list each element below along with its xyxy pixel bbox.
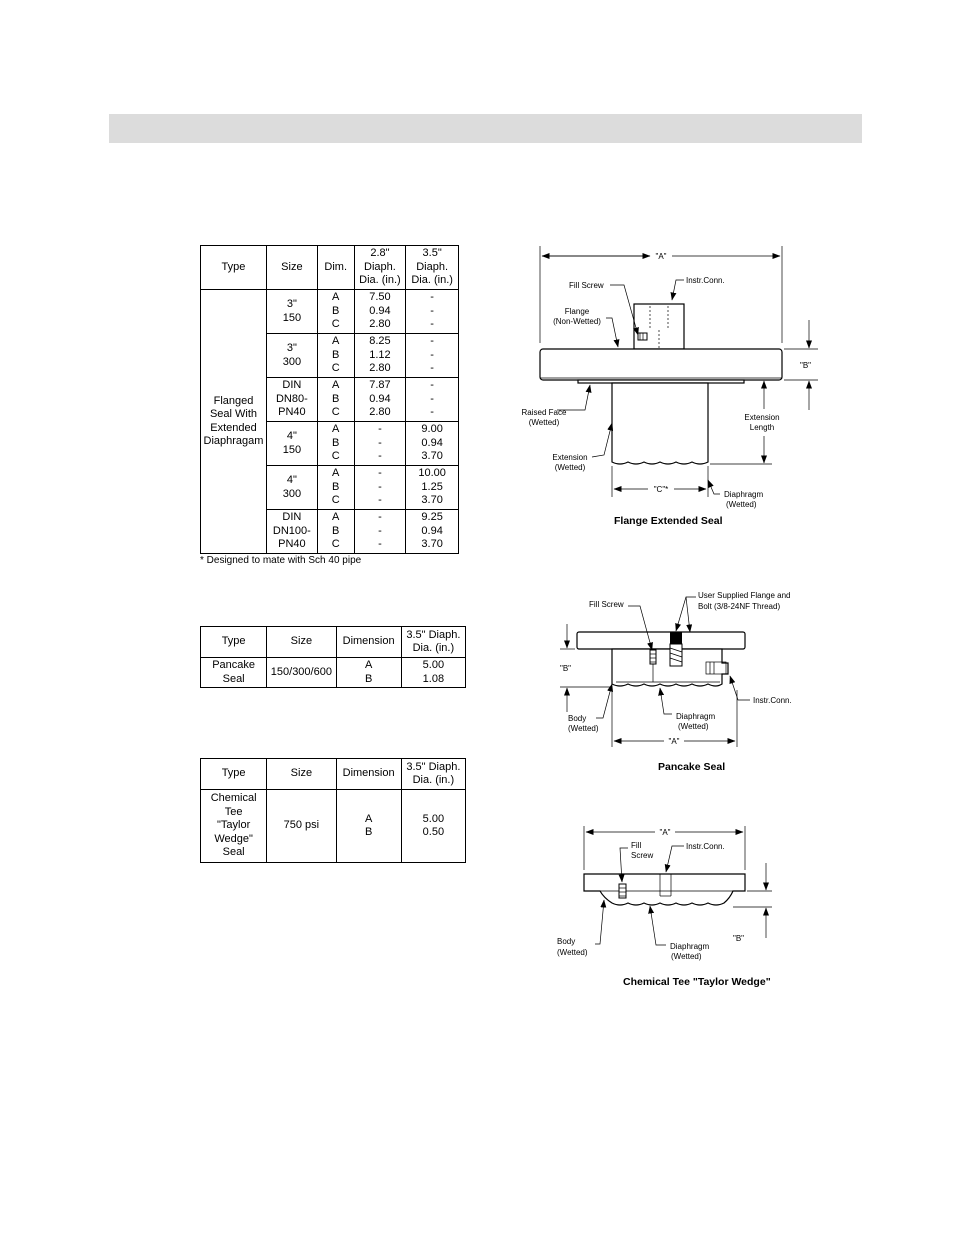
body-label-1: Body <box>557 937 575 946</box>
size-cell: 150/300/600 <box>266 657 337 688</box>
instr-conn-label: Instr.Conn. <box>686 842 725 851</box>
dim-cell: A B <box>335 789 402 863</box>
diaphragm-label-1: Diaphragm <box>670 942 709 951</box>
table-row: DIN DN80- PN40 A B C 7.87 0.94 2.80 - - … <box>201 377 459 422</box>
dim-cell: A B C <box>316 421 355 466</box>
dim-b-label: "B" <box>560 664 571 673</box>
fill-label-1: Fill <box>631 841 641 850</box>
table-header-row: Type Size Dim. 2.8" Diaph. Dia. (in.) 3.… <box>200 245 459 290</box>
figure-caption: Flange Extended Seal <box>614 515 723 527</box>
dim-a-label: "A" <box>668 737 679 746</box>
d35-cell: 5.00 1.08 <box>400 657 467 688</box>
header-type: Type <box>200 245 267 290</box>
diaphragm-label-2: (Wetted) <box>678 722 709 731</box>
flange-label-1: Flange <box>565 307 590 316</box>
diaphragm-label-1: Diaphragm <box>676 712 715 721</box>
dim-a-label: "A" <box>655 252 666 261</box>
dim-cell: A B C <box>316 465 355 510</box>
d28-cell: 7.87 0.94 2.80 <box>353 377 407 422</box>
type-cell: Pancake Seal <box>199 657 268 688</box>
header-type: Type <box>199 626 268 658</box>
table-row: Flanged Seal With Extended Diaphragam 3"… <box>200 289 459 554</box>
table-header-row: Type Size Dimension 3.5" Diaph. Dia. (in… <box>199 626 467 658</box>
chemical-tee-drawing: "A" "B" Fill Screw Instr.Conn. Body (Wet… <box>557 826 772 988</box>
header-size: Size <box>265 245 318 290</box>
flange-label-2: (Non-Wetted) <box>553 317 601 326</box>
chemical-tee-dimension-table: Type Size Dimension 3.5" Diaph. Dia. (in… <box>199 758 467 863</box>
fill-screw-label: Fill Screw <box>589 600 624 609</box>
instr-conn-label: Instr.Conn. <box>686 276 725 285</box>
dim-b-label: "B" <box>733 934 744 943</box>
raised-face-label-2: (Wetted) <box>529 418 560 427</box>
dim-cell: A B C <box>316 333 355 378</box>
header-3-5-diaph: 3.5" Diaph. Dia. (in.) <box>405 245 459 290</box>
dim-b-label: "B" <box>800 361 811 370</box>
diaphragm-label-2: (Wetted) <box>671 952 702 961</box>
pancake-seal-dimension-table: Type Size Dimension 3.5" Diaph. Dia. (in… <box>199 626 467 688</box>
header-3-5-diaph: 3.5" Diaph. Dia. (in.) <box>400 626 467 658</box>
size-cell: 750 psi <box>266 789 337 863</box>
figure-caption: Pancake Seal <box>658 761 725 773</box>
size-cell: 3" 300 <box>265 333 318 378</box>
size-cell: DIN DN80- PN40 <box>265 377 318 422</box>
dim-cell: A B C <box>316 509 355 554</box>
table-row: Pancake Seal 150/300/600 A B 5.00 1.08 <box>199 657 467 688</box>
table-footnote: * Designed to mate with Sch 40 pipe <box>200 555 362 566</box>
body-label-1: Body <box>568 714 586 723</box>
fill-screw-label: Fill Screw <box>569 281 604 290</box>
header-dim: Dim. <box>316 245 355 290</box>
body-label-2: (Wetted) <box>568 724 599 733</box>
extension-label-1: Extension <box>552 453 587 462</box>
size-cell: DIN DN100- PN40 <box>265 509 318 554</box>
dim-a-label: "A" <box>659 828 670 837</box>
d28-cell: - - - <box>353 509 407 554</box>
d35-cell: 5.00 0.50 <box>400 789 467 863</box>
size-cell: 4" 150 <box>265 421 318 466</box>
table-row: 4" 150 A B C - - - 9.00 0.94 3.70 <box>201 421 459 466</box>
header-type: Type <box>199 758 268 790</box>
diaphragm-label-1: Diaphragm <box>724 490 763 499</box>
header-dimension: Dimension <box>335 626 402 658</box>
pancake-seal-drawing: "B" "A" Fill Screw User Supplied Flange … <box>560 591 792 773</box>
section-header-bar <box>109 114 862 143</box>
d35-cell: - - - <box>405 377 459 422</box>
table-row: DIN DN100- PN40 A B C - - - 9.25 0.94 3.… <box>201 509 459 554</box>
extension-length-label-2: Length <box>750 423 774 432</box>
size-cell: 3" 150 <box>265 289 318 334</box>
user-flange-label-1: User Supplied Flange and <box>698 591 791 600</box>
type-cell: Flanged Seal With Extended Diaphragam <box>200 289 267 554</box>
header-size: Size <box>266 758 337 790</box>
flange-extended-seal-drawing: "A" "B" Extension Length "C"* <box>522 246 818 527</box>
extension-length-label-1: Extension <box>744 413 779 422</box>
d35-cell: - - - <box>405 289 459 334</box>
extension-label-2: (Wetted) <box>555 463 586 472</box>
user-flange-label-2: Bolt (3/8-24NF Thread) <box>698 602 780 611</box>
table-row: Chemical Tee "Taylor Wedge" Seal 750 psi… <box>199 789 467 863</box>
d35-cell: 10.00 1.25 3.70 <box>405 465 459 510</box>
d28-cell: - - - <box>353 421 407 466</box>
dim-cell: A B C <box>316 377 355 422</box>
d35-cell: 9.00 0.94 3.70 <box>405 421 459 466</box>
fill-label-2: Screw <box>631 851 653 860</box>
flanged-seal-dimension-table: Type Size Dim. 2.8" Diaph. Dia. (in.) 3.… <box>200 245 459 554</box>
dim-cell: A B <box>335 657 402 688</box>
type-cell: Chemical Tee "Taylor Wedge" Seal <box>199 789 268 863</box>
figure-caption: Chemical Tee "Taylor Wedge" <box>623 976 771 988</box>
raised-face-label-1: Raised Face <box>522 408 567 417</box>
d35-cell: 9.25 0.94 3.70 <box>405 509 459 554</box>
d28-cell: 8.25 1.12 2.80 <box>353 333 407 378</box>
body-label-2: (Wetted) <box>557 948 588 957</box>
instr-conn-label: Instr.Conn. <box>753 696 792 705</box>
diaphragm-label-2: (Wetted) <box>726 500 757 509</box>
dim-c-label: "C"* <box>654 485 669 494</box>
table-row: 3" 300 A B C 8.25 1.12 2.80 - - - <box>201 333 459 378</box>
